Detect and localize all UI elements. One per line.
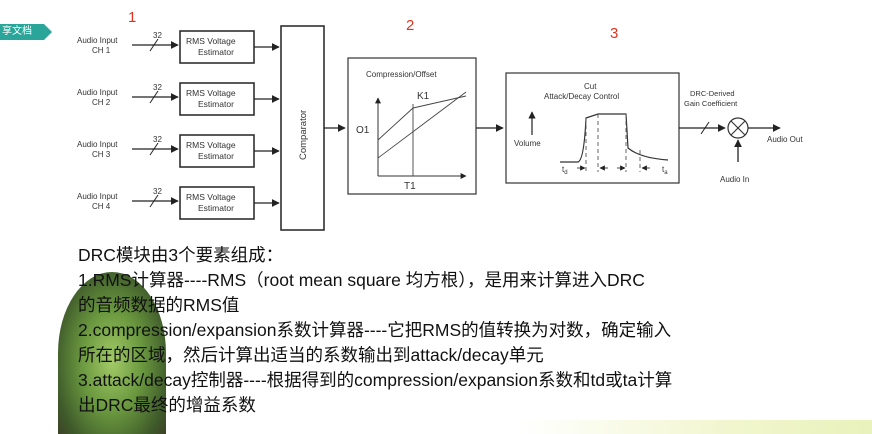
channel-label: CH 4 <box>92 202 111 211</box>
bus-slash <box>149 142 159 156</box>
text-line-2: 1.RMS计算器----RMS（root mean square 均方根），是用… <box>78 270 645 290</box>
rms-estimator-sublabel: Estimator <box>198 99 234 109</box>
text-line-1: DRC模块由3个要素组成： <box>78 245 284 265</box>
channel-label: CH 2 <box>92 98 111 107</box>
gain-label-line1: DRC-Derived <box>690 89 735 98</box>
bus-slash <box>149 38 159 52</box>
compression-curve-lower <box>377 91 467 159</box>
bit-width-label: 32 <box>153 83 162 92</box>
compression-title: Compression/Offset <box>366 70 437 79</box>
text-line-6: 3.attack/decay控制器----根据得到的compression/ex… <box>78 370 673 390</box>
rms-estimator-block <box>179 134 255 168</box>
plant-photo-overlay <box>58 272 166 434</box>
td-label: td <box>562 165 568 176</box>
compression-k1-label: K1 <box>417 91 430 102</box>
audio-out-label: Audio Out <box>767 135 803 144</box>
multiplier-cross-2 <box>730 120 746 136</box>
rms-estimator-label: RMS Voltage <box>186 192 236 202</box>
bit-width-label: 32 <box>153 31 162 40</box>
rms-estimator-label: RMS Voltage <box>186 36 236 46</box>
bus-slash <box>149 194 159 208</box>
bit-width-label: 32 <box>153 187 162 196</box>
compression-o1-label: O1 <box>356 125 370 136</box>
audio-input-label: Audio Input <box>77 36 118 45</box>
bus-slash <box>149 90 159 104</box>
text-line-5: 所在的区域，然后计算出适当的系数输出到attack/decay单元 <box>78 345 544 365</box>
compression-block <box>347 57 477 195</box>
audio-in-label: Audio In <box>720 175 749 184</box>
audio-input-label: Audio Input <box>77 140 118 149</box>
audio-input-label: Audio Input <box>77 88 118 97</box>
comparator-label: Comparator <box>298 110 309 160</box>
compression-knee-line <box>412 95 467 109</box>
description-text: DRC模块由3个要素组成： 1.RMS计算器----RMS（root mean … <box>78 243 838 418</box>
text-line-4: 2.compression/expansion系数计算器----它把RMS的值转… <box>78 320 672 340</box>
attack-title-line1: Cut <box>584 82 597 91</box>
attack-decay-block <box>505 72 680 184</box>
attack-title-line2: Attack/Decay Control <box>544 92 619 101</box>
volume-label: Volume <box>514 139 541 148</box>
section-number-3: 3 <box>610 25 618 42</box>
channel-label: CH 3 <box>92 150 111 159</box>
compression-t1-label: T1 <box>404 181 416 192</box>
text-line-7: 出DRC最终的增益系数 <box>78 395 256 415</box>
rms-estimator-label: RMS Voltage <box>186 88 236 98</box>
compression-curve-upper <box>377 107 414 141</box>
bottom-glow <box>520 420 872 434</box>
ta-label: ta <box>662 165 668 176</box>
rms-estimator-sublabel: Estimator <box>198 203 234 213</box>
section-number-1: 1 <box>128 9 136 26</box>
comparator-block <box>280 25 325 231</box>
bit-width-label: 32 <box>153 135 162 144</box>
gain-bus-slash <box>700 121 710 135</box>
rms-estimator-sublabel: Estimator <box>198 47 234 57</box>
watermark-tag: 享文档 <box>0 24 52 40</box>
text-line-3: 的音频数据的RMS值 <box>78 295 240 315</box>
rms-estimator-block <box>179 186 255 220</box>
channel-label: CH 1 <box>92 46 111 55</box>
rms-estimator-label: RMS Voltage <box>186 140 236 150</box>
gain-label-line2: Gain Coefficient <box>684 99 738 108</box>
rms-estimator-block <box>179 82 255 116</box>
rms-estimator-sublabel: Estimator <box>198 151 234 161</box>
audio-input-label: Audio Input <box>77 192 118 201</box>
section-number-2: 2 <box>406 17 414 34</box>
